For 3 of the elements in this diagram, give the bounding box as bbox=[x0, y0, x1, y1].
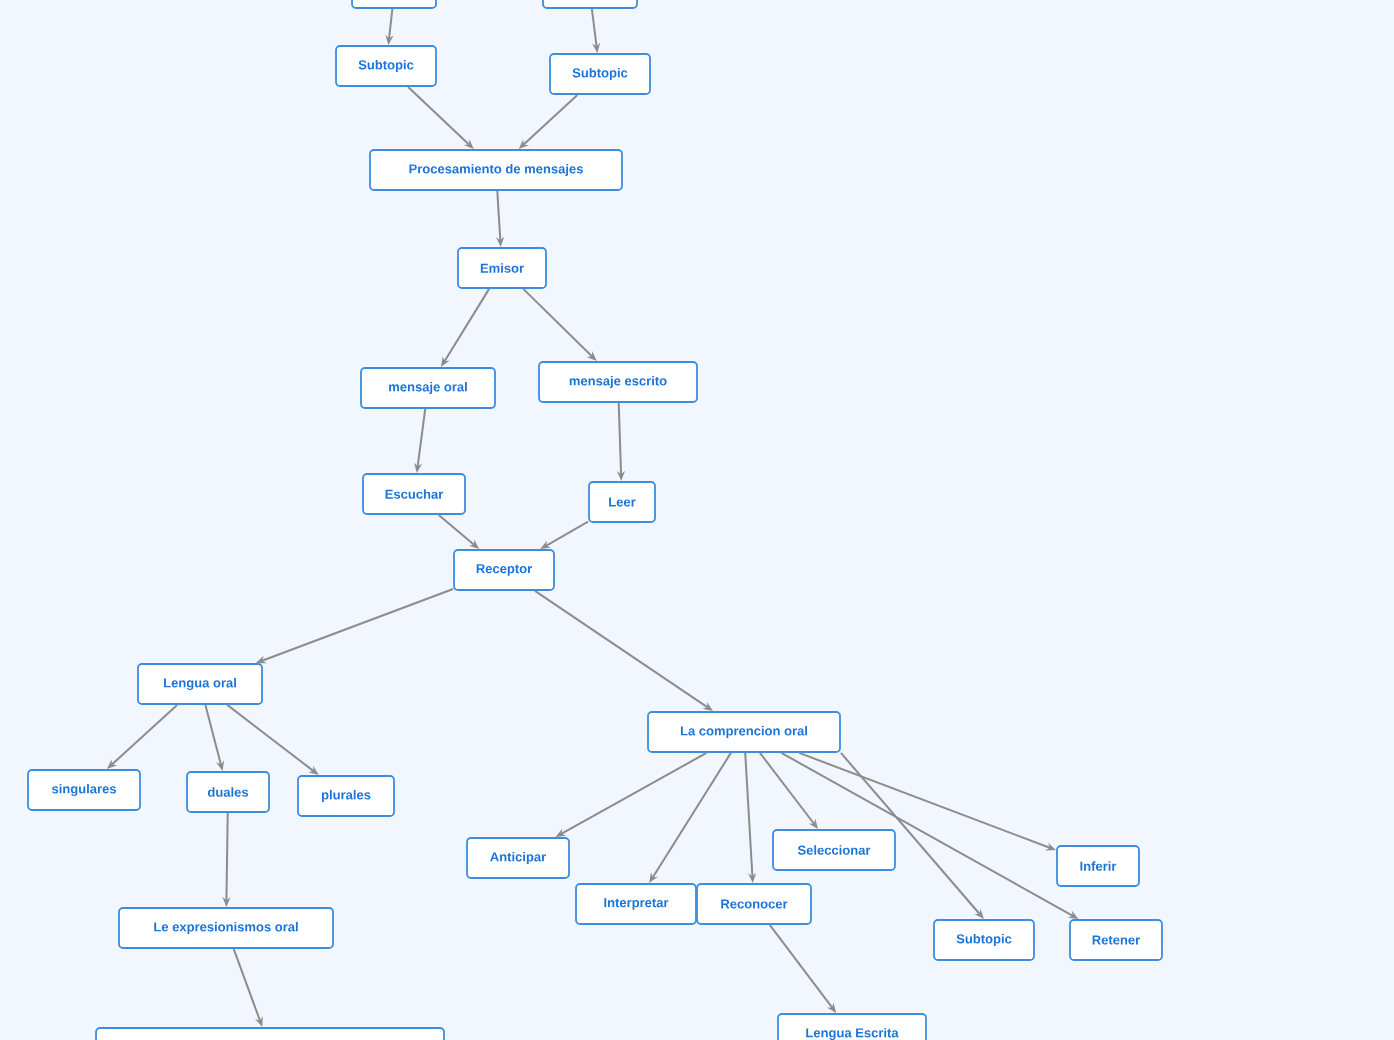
topic-box bbox=[351, 0, 437, 9]
topic-box bbox=[95, 1027, 445, 1040]
topic-box bbox=[542, 0, 638, 9]
